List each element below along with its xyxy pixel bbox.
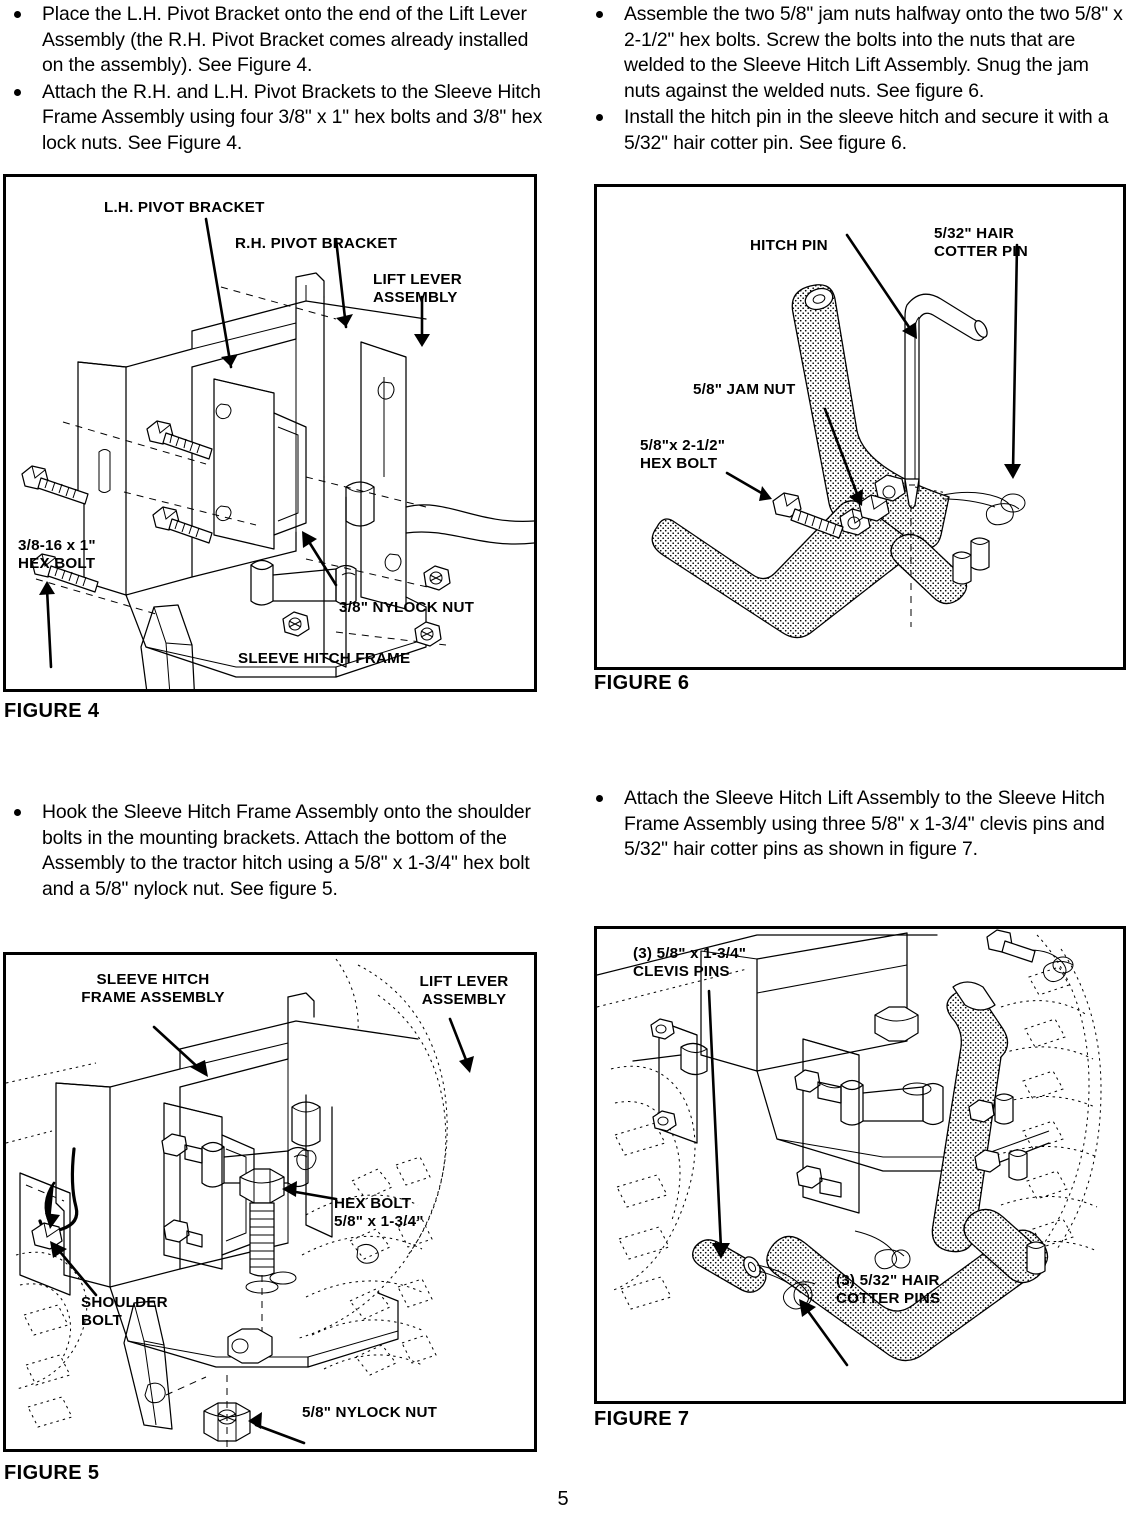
list-item: Place the L.H. Pivot Bracket onto the en… <box>4 2 544 79</box>
page-number: 5 <box>557 1488 569 1510</box>
hex-bolt-graphic <box>31 553 99 593</box>
bolt-graphic <box>986 929 1036 963</box>
nylock-nut-graphic <box>227 1328 273 1364</box>
hex-bolt-graphic <box>21 465 89 505</box>
nylock-nut-graphic <box>414 621 442 647</box>
label-hair-cotter-pins: (3) 5/32" HAIR COTTER PINS <box>836 1272 941 1307</box>
list-item: Assemble the two 5/8" jam nuts halfway o… <box>586 2 1126 104</box>
figure-6-box: HITCH PIN 5/32" HAIR COTTER PIN 5/8" JAM… <box>594 184 1126 670</box>
label-jam-nut: 5/8" JAM NUT <box>693 381 796 398</box>
label-hex-bolt: 3/8-16 x 1" HEX BOLT <box>18 537 96 572</box>
right-mid-instructions: Attach the Sleeve Hitch Lift Assembly to… <box>586 786 1126 864</box>
label-nylock-nut: 5/8" NYLOCK NUT <box>302 1404 438 1421</box>
left-top-instructions: Place the L.H. Pivot Bracket onto the en… <box>4 2 544 158</box>
jam-nut-graphic <box>858 494 890 522</box>
figure-7-illustration <box>597 929 1102 1367</box>
list-item: Install the hitch pin in the sleeve hitc… <box>586 105 1126 156</box>
label-sleeve-hitch-frame-assembly: SLEEVE HITCH FRAME ASSEMBLY <box>81 971 225 1006</box>
bullet-icon <box>14 809 21 816</box>
figure-5-box: SLEEVE HITCH FRAME ASSEMBLY LIFT LEVER A… <box>3 952 537 1452</box>
clevis-pin-graphic <box>692 1239 767 1293</box>
hair-cotter-pin-graphic <box>756 1264 816 1310</box>
hex-bolt-graphic <box>772 492 844 539</box>
label-clevis-pins: (3) 5/8" x 1-3/4" CLEVIS PINS <box>633 945 747 980</box>
label-lh-pivot-bracket: L.H. PIVOT BRACKET <box>104 199 265 216</box>
bullet-icon <box>596 11 603 18</box>
bullet-icon <box>14 88 21 96</box>
hex-bolt-graphic <box>152 506 213 544</box>
figure-5-caption: FIGURE 5 <box>4 1462 100 1484</box>
hex-bolt-graphic <box>146 420 213 460</box>
hex-bolt-graphic <box>239 1168 285 1277</box>
list-item: Attach the R.H. and L.H. Pivot Brackets … <box>4 80 544 157</box>
label-lift-lever-assembly: LIFT LEVER ASSEMBLY <box>419 973 509 1008</box>
figure-4-box: L.H. PIVOT BRACKET R.H. PIVOT BRACKET LI… <box>3 174 537 692</box>
instruction-text: Hook the Sleeve Hitch Frame Assembly ont… <box>42 801 531 900</box>
label-nylock-nut: 3/8" NYLOCK NUT <box>339 599 475 616</box>
hitch-pin-graphic <box>904 293 988 509</box>
figure-4-illustration <box>21 217 534 689</box>
bolt-graphic <box>650 1018 675 1040</box>
bullet-icon <box>596 795 603 802</box>
shoulder-bolt-graphic <box>31 1222 63 1250</box>
hair-cotter-pin-graphic <box>854 1230 911 1270</box>
label-sleeve-hitch-frame: SLEEVE HITCH FRAME <box>238 650 411 667</box>
bolt-graphic <box>163 1219 203 1248</box>
list-item: Hook the Sleeve Hitch Frame Assembly ont… <box>4 800 544 902</box>
right-top-instructions: Assemble the two 5/8" jam nuts halfway o… <box>586 2 1126 158</box>
bolt-graphic <box>161 1133 203 1164</box>
figure-5-illustration <box>6 958 474 1449</box>
list-item: Attach the Sleeve Hitch Lift Assembly to… <box>586 786 1126 863</box>
label-hitch-pin: HITCH PIN <box>750 237 828 254</box>
figure-4-caption: FIGURE 4 <box>4 700 100 722</box>
label-rh-pivot-bracket: R.H. PIVOT BRACKET <box>235 235 398 252</box>
instruction-text: Place the L.H. Pivot Bracket onto the en… <box>42 3 529 77</box>
nut-graphic <box>974 1149 1001 1173</box>
label-hex-bolt: 5/8"x 2-1/2" HEX BOLT <box>640 437 726 472</box>
instruction-text: Attach the R.H. and L.H. Pivot Brackets … <box>42 80 543 154</box>
figure-6-illustration <box>651 233 1026 639</box>
figure-7-box: (3) 5/8" x 1-3/4" CLEVIS PINS (3) 5/32" … <box>594 926 1126 1404</box>
nut-graphic <box>968 1099 995 1123</box>
hair-cotter-pin-graphic <box>942 491 1026 526</box>
nylock-nut-graphic <box>203 1402 251 1442</box>
instruction-text: Attach the Sleeve Hitch Lift Assembly to… <box>624 787 1105 861</box>
figure-6-caption: FIGURE 6 <box>594 672 690 694</box>
label-hair-cotter-pin: 5/32" HAIR COTTER PIN <box>934 225 1028 260</box>
label-hex-bolt: HEX BOLT 5/8" x 1-3/4" <box>334 1195 424 1230</box>
bullet-icon <box>596 114 603 122</box>
hair-cotter-pin-graphic <box>1018 949 1074 983</box>
label-lift-lever-assembly: LIFT LEVER ASSEMBLY <box>373 271 462 306</box>
figure-7-caption: FIGURE 7 <box>594 1408 690 1430</box>
nylock-nut-graphic <box>423 565 451 591</box>
nylock-nut-graphic <box>282 611 310 637</box>
bolt-graphic <box>652 1110 677 1132</box>
clevis-bolt-graphic <box>794 1069 842 1104</box>
left-mid-instructions: Hook the Sleeve Hitch Frame Assembly ont… <box>4 800 544 903</box>
instruction-text: Install the hitch pin in the sleeve hitc… <box>624 106 1109 154</box>
instruction-text: Assemble the two 5/8" jam nuts halfway o… <box>624 3 1123 102</box>
clevis-bolt-graphic <box>796 1165 842 1198</box>
bullet-icon <box>14 11 21 18</box>
label-shoulder-bolt: SHOULDER BOLT <box>81 1294 168 1329</box>
welded-nut-graphic <box>874 474 906 502</box>
